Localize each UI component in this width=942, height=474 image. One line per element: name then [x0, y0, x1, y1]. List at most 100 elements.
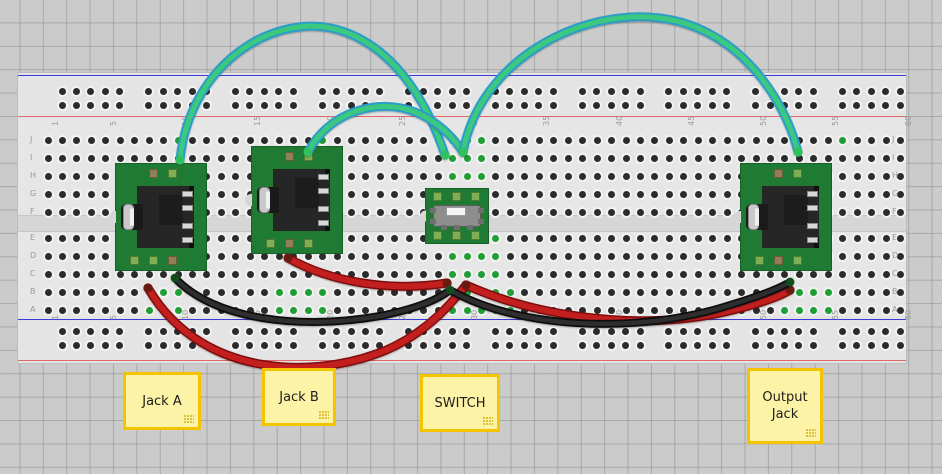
hole-H1[interactable]: [44, 172, 52, 180]
rail-hole[interactable]: [896, 327, 904, 335]
hole-B43[interactable]: [651, 288, 659, 296]
hole-I41[interactable]: [622, 154, 630, 162]
hole-E57[interactable]: [853, 234, 861, 242]
hole-H42[interactable]: [636, 172, 644, 180]
rail-hole[interactable]: [679, 87, 687, 95]
rail-hole[interactable]: [809, 341, 817, 349]
rail-hole[interactable]: [853, 101, 861, 109]
rail-hole[interactable]: [145, 327, 153, 335]
rail-hole[interactable]: [781, 341, 788, 349]
hole-J24[interactable]: [376, 136, 384, 144]
rail-hole[interactable]: [145, 341, 153, 349]
hole-B6[interactable]: [116, 288, 124, 296]
hole-F58[interactable]: [868, 208, 876, 216]
hole-C33[interactable]: [506, 270, 514, 278]
hole-I51[interactable]: [767, 154, 774, 162]
hole-J60[interactable]: [897, 136, 905, 144]
rail-hole[interactable]: [607, 341, 615, 349]
rail-hole[interactable]: [405, 341, 413, 349]
hole-F46[interactable]: [694, 208, 702, 216]
hole-D29[interactable]: [449, 252, 457, 260]
hole-J19[interactable]: [304, 136, 312, 144]
hole-E60[interactable]: [897, 234, 905, 242]
hole-I34[interactable]: [521, 154, 529, 162]
hole-F57[interactable]: [853, 208, 861, 216]
hole-B18[interactable]: [290, 288, 298, 296]
hole-E48[interactable]: [723, 234, 731, 242]
rail-hole[interactable]: [549, 87, 557, 95]
hole-E2[interactable]: [58, 234, 66, 242]
hole-J20[interactable]: [319, 136, 327, 144]
hole-I60[interactable]: [897, 154, 905, 162]
hole-F48[interactable]: [723, 208, 731, 216]
rail-hole[interactable]: [593, 101, 601, 109]
hole-J25[interactable]: [391, 136, 399, 144]
hole-F24[interactable]: [376, 208, 384, 216]
hole-E14[interactable]: [232, 234, 240, 242]
rail-hole[interactable]: [723, 101, 731, 109]
hole-F15[interactable]: [246, 208, 254, 216]
rail-hole[interactable]: [463, 87, 471, 95]
rail-hole[interactable]: [72, 87, 80, 95]
hole-J56[interactable]: [839, 136, 847, 144]
hole-E13[interactable]: [217, 234, 225, 242]
hole-A7[interactable]: [131, 306, 139, 314]
rail-hole[interactable]: [203, 327, 210, 335]
rail-hole[interactable]: [361, 341, 369, 349]
wire-teal-output-arc[interactable]: [458, 12, 803, 157]
hole-I39[interactable]: [593, 154, 601, 162]
hole-J13[interactable]: [217, 136, 225, 144]
hole-J51[interactable]: [767, 136, 774, 144]
hole-C34[interactable]: [521, 270, 529, 278]
hole-B1[interactable]: [44, 288, 52, 296]
component-jack-a[interactable]: [109, 163, 207, 271]
rail-hole[interactable]: [376, 341, 384, 349]
rail-hole[interactable]: [896, 87, 904, 95]
rail-hole[interactable]: [72, 327, 80, 335]
hole-J7[interactable]: [131, 136, 139, 144]
hole-A31[interactable]: [478, 306, 485, 314]
hole-E44[interactable]: [665, 234, 673, 242]
hole-E15[interactable]: [246, 234, 254, 242]
hole-I49[interactable]: [738, 154, 746, 162]
rail-hole[interactable]: [289, 341, 297, 349]
rail-hole[interactable]: [159, 87, 167, 95]
hole-G42[interactable]: [636, 190, 644, 198]
hole-I52[interactable]: [781, 154, 789, 162]
hole-D17[interactable]: [275, 252, 283, 260]
hole-C38[interactable]: [579, 270, 587, 278]
hole-I2[interactable]: [58, 154, 66, 162]
hole-G23[interactable]: [362, 190, 370, 198]
rail-hole[interactable]: [275, 101, 283, 109]
hole-H47[interactable]: [709, 172, 717, 180]
hole-A19[interactable]: [304, 306, 312, 314]
rail-hole[interactable]: [174, 87, 182, 95]
hole-C5[interactable]: [102, 270, 110, 278]
rail-hole[interactable]: [376, 87, 384, 95]
hole-I23[interactable]: [362, 154, 370, 162]
hole-F35[interactable]: [535, 208, 543, 216]
hole-A15[interactable]: [246, 306, 254, 314]
hole-A53[interactable]: [795, 306, 803, 314]
rail-hole[interactable]: [174, 327, 182, 335]
rail-hole[interactable]: [593, 327, 601, 335]
rail-hole[interactable]: [101, 101, 109, 109]
hole-C36[interactable]: [550, 270, 558, 278]
hole-B30[interactable]: [463, 288, 471, 296]
hole-A44[interactable]: [665, 306, 673, 314]
hole-G57[interactable]: [853, 190, 861, 198]
hole-E45[interactable]: [680, 234, 688, 242]
hole-J3[interactable]: [73, 136, 81, 144]
hole-J16[interactable]: [261, 136, 269, 144]
hole-J55[interactable]: [824, 136, 832, 144]
resize-grip-icon[interactable]: [483, 417, 493, 426]
hole-I30[interactable]: [463, 154, 471, 162]
hole-B25[interactable]: [391, 288, 399, 296]
hole-B9[interactable]: [160, 288, 168, 296]
hole-D26[interactable]: [405, 252, 413, 260]
rail-hole[interactable]: [896, 341, 904, 349]
rail-hole[interactable]: [636, 87, 644, 95]
rail-hole[interactable]: [347, 327, 355, 335]
label-note-jack-b[interactable]: Jack B: [262, 368, 336, 426]
rail-hole[interactable]: [72, 101, 80, 109]
